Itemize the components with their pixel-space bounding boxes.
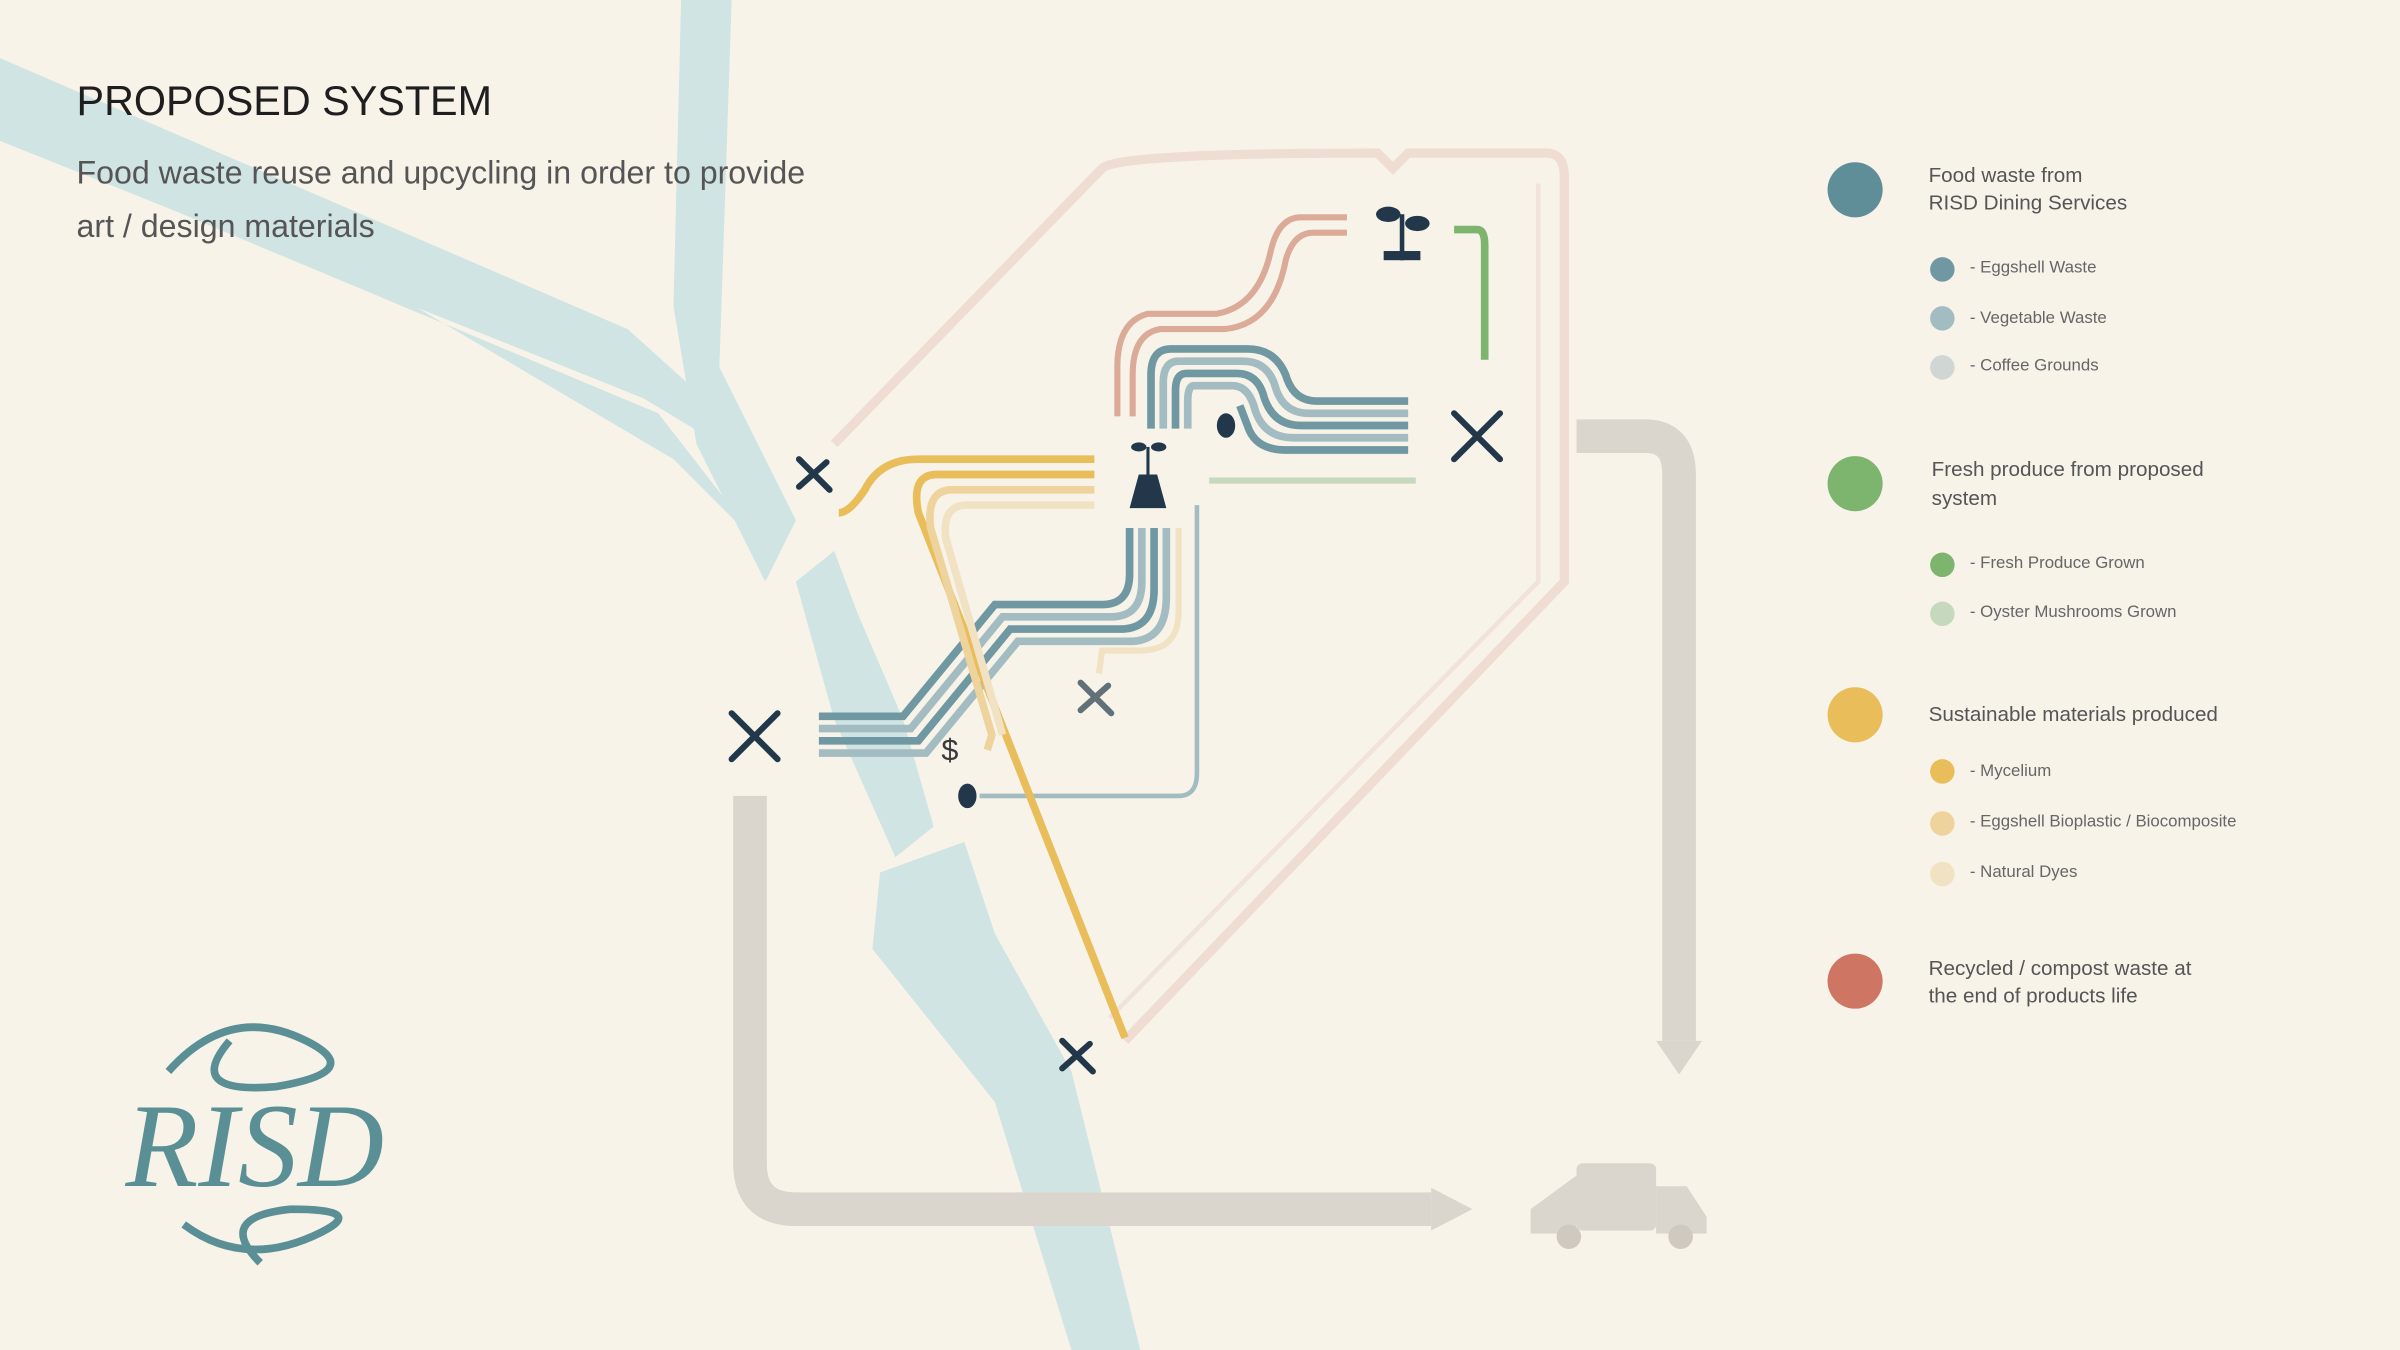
svg-text:the end of products life: the end of products life <box>1929 985 2138 1008</box>
coffee-bean-icon <box>1216 413 1236 438</box>
materials-flow <box>838 455 1129 1040</box>
svg-text:- Mycelium: - Mycelium <box>1970 761 2051 780</box>
coffee-bean-icon <box>958 783 977 809</box>
svg-text:Sustainable materials produced: Sustainable materials produced <box>1929 703 2218 726</box>
river <box>0 0 1141 1350</box>
svg-text:- Vegetable Waste: - Vegetable Waste <box>1970 308 2107 327</box>
svg-text:Fresh produce from proposed: Fresh produce from proposed <box>1932 458 2204 481</box>
svg-text:- Oyster Mushrooms Grown: - Oyster Mushrooms Grown <box>1970 602 2177 621</box>
seedling-flask-icon <box>1129 442 1167 509</box>
svg-text:- Fresh Produce Grown: - Fresh Produce Grown <box>1970 553 2145 572</box>
garbage-truck-icon <box>1530 1163 1707 1249</box>
legend: Food waste from RISD Dining Services - E… <box>1827 162 2237 1009</box>
svg-text:RISD Dining Services: RISD Dining Services <box>1929 192 2128 215</box>
hammer-icon <box>1077 679 1115 717</box>
risd-logo: RISD <box>125 1023 385 1266</box>
svg-text:Food waste from: Food waste from <box>1929 164 2083 187</box>
svg-text:- Eggshell Bioplastic / Biocom: - Eggshell Bioplastic / Biocomposite <box>1970 812 2237 831</box>
hammer-icon <box>1059 1037 1096 1075</box>
fork-knife-icon <box>728 710 781 763</box>
subtitle-line-1: Food waste reuse and upcycling in order … <box>77 155 806 191</box>
svg-text:RISD: RISD <box>125 1080 385 1212</box>
waste-return-arrow <box>733 419 1696 1227</box>
hammer-icon <box>795 456 833 493</box>
svg-text:system: system <box>1932 487 1997 510</box>
subtitle-line-2: art / design materials <box>77 208 375 244</box>
fork-knife-icon <box>1451 410 1504 463</box>
food-waste-flow <box>1147 345 1416 484</box>
compost-flow <box>1114 214 1347 417</box>
plant-icon <box>1376 206 1430 261</box>
food-waste-flow-lower <box>818 505 1200 799</box>
svg-text:- Coffee Grounds: - Coffee Grounds <box>1970 355 2099 374</box>
dollar-icon: $ <box>941 734 958 768</box>
page-title: PROPOSED SYSTEM <box>77 78 493 124</box>
svg-text:- Eggshell Waste: - Eggshell Waste <box>1970 257 2097 276</box>
svg-text:Recycled / compost waste at: Recycled / compost waste at <box>1929 957 2192 980</box>
compost-loop-line <box>830 148 1569 1044</box>
svg-text:- Natural Dyes: - Natural Dyes <box>1970 862 2078 881</box>
